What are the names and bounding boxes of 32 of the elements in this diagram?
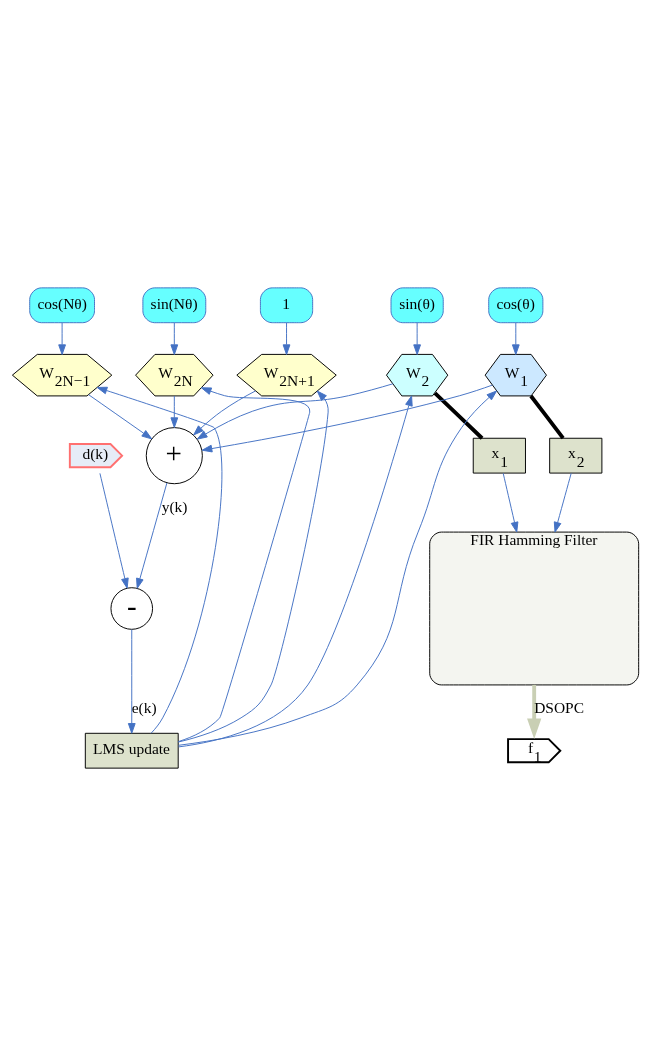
arrow (99, 472, 129, 589)
node-box: cos(θ) (488, 287, 544, 324)
arrow (170, 395, 179, 428)
node-box: 1 (259, 287, 314, 324)
arrow (127, 629, 136, 734)
edge-label: DSOPC (534, 698, 585, 716)
arrow (553, 472, 572, 533)
arrow (136, 482, 168, 589)
arrow (413, 322, 421, 355)
node-box: LMS update (84, 732, 179, 769)
arrow (527, 684, 542, 739)
edge-label: y(k) (161, 497, 188, 515)
arrow (282, 322, 291, 355)
connector (529, 394, 565, 440)
node-circle: - (110, 587, 154, 630)
node-box: FIR Hamming Filter (429, 531, 640, 686)
arrow (196, 383, 394, 440)
arrow (178, 395, 413, 748)
arrow (170, 322, 179, 355)
arrow (178, 390, 498, 746)
arrow (511, 322, 520, 355)
arrow (88, 394, 153, 440)
node-box: cos(Nθ) (29, 287, 95, 324)
connector (433, 391, 484, 440)
arrow (201, 384, 493, 453)
edge-label: e(k) (131, 698, 157, 716)
arrow (96, 386, 223, 734)
node-box: sin(θ) (390, 287, 444, 324)
arrow (502, 472, 519, 533)
arrow (193, 390, 257, 436)
arrow (58, 322, 66, 355)
node-box: sin(Nθ) (142, 287, 207, 324)
